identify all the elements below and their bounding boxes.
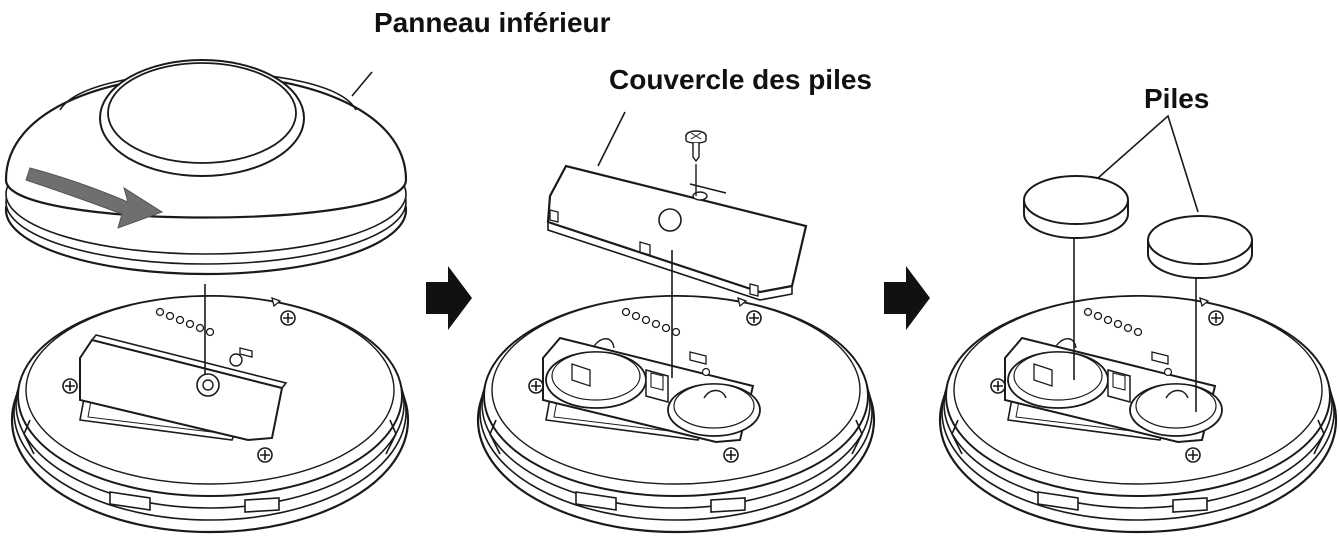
- step-3-insert-batteries: [938, 114, 1338, 534]
- batteries-label: Piles: [1144, 83, 1210, 114]
- step-arrow-icon: [426, 266, 472, 330]
- coin-battery-icon: [1147, 215, 1253, 279]
- step-1-remove-bottom-panel: [4, 59, 410, 534]
- battery-cover-plate: [546, 164, 808, 301]
- coin-battery-icon: [1023, 175, 1129, 239]
- step-arrow-icon: [884, 266, 930, 330]
- screw-icon: [685, 130, 707, 163]
- battery-cover-label: Couvercle des piles: [609, 64, 873, 95]
- step-2-remove-battery-cover: [476, 111, 876, 534]
- bottom-panel-dome: [4, 59, 408, 276]
- bottom-panel-label: Panneau inférieur: [374, 7, 611, 38]
- rotate-arrow-icon: [25, 167, 164, 229]
